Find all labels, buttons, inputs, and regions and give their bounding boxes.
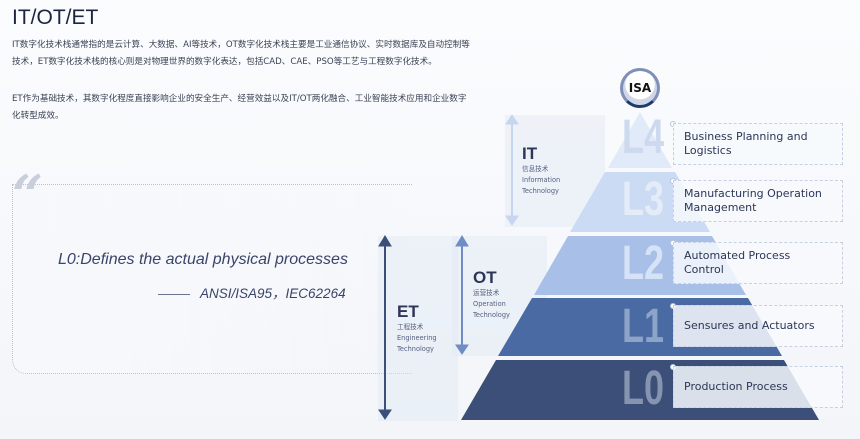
quote-source: ANSI/ISA95，IEC62264 bbox=[158, 282, 346, 302]
et-paragraph: ET作为基础技术，其数字化程度直接影响企业的安全生产、经营效益以及IT/OT两化… bbox=[12, 94, 467, 121]
et-en1: Engineering bbox=[397, 334, 437, 342]
isa-logo: ISA bbox=[620, 68, 660, 108]
et-en2: Technology bbox=[397, 345, 434, 353]
it-arrow-icon bbox=[505, 114, 519, 226]
ot-cn: 运营技术 bbox=[473, 289, 500, 297]
level-id-l4: L4 bbox=[622, 111, 665, 164]
page-title: IT/OT/ET bbox=[12, 6, 99, 29]
quote-text: L0:Defines the actual physical processes bbox=[58, 251, 348, 268]
level-box-l3: Manufacturing Operation Management bbox=[673, 180, 843, 222]
ot-en1: Operation bbox=[473, 300, 506, 308]
level-box-l4: Business Planning and Logistics bbox=[673, 123, 843, 165]
level-box-l2: Automated Process Control bbox=[673, 242, 843, 284]
quote-mark-icon: “ bbox=[12, 163, 44, 227]
intro-paragraph: IT数字化技术栈通常指的是云计算、大数据、AI等技术，OT数字化技术栈主要是工业… bbox=[12, 40, 470, 67]
level-id-l1: L1 bbox=[622, 300, 665, 353]
pyramid-layer-l4 bbox=[608, 112, 672, 168]
it-cn: 信息技术 bbox=[522, 165, 549, 173]
ot-arrow-icon bbox=[455, 235, 469, 355]
level-id-l2: L2 bbox=[622, 237, 665, 290]
it-en2: Technology bbox=[522, 187, 559, 195]
et-cn: 工程技术 bbox=[397, 323, 424, 331]
quote-box bbox=[12, 184, 412, 374]
et-label: ET bbox=[397, 302, 419, 321]
level-id-l0: L0 bbox=[622, 362, 665, 415]
et-arrow-icon bbox=[378, 235, 392, 420]
ot-en2: Technology bbox=[473, 311, 510, 319]
ot-label: OT bbox=[473, 268, 497, 287]
it-label: IT bbox=[522, 144, 538, 163]
level-box-l0: Production Process bbox=[673, 366, 843, 408]
level-box-l1: Sensures and Actuators bbox=[673, 305, 843, 347]
et-band bbox=[378, 236, 458, 421]
it-en1: Information bbox=[522, 176, 561, 184]
level-id-l3: L3 bbox=[622, 173, 665, 226]
